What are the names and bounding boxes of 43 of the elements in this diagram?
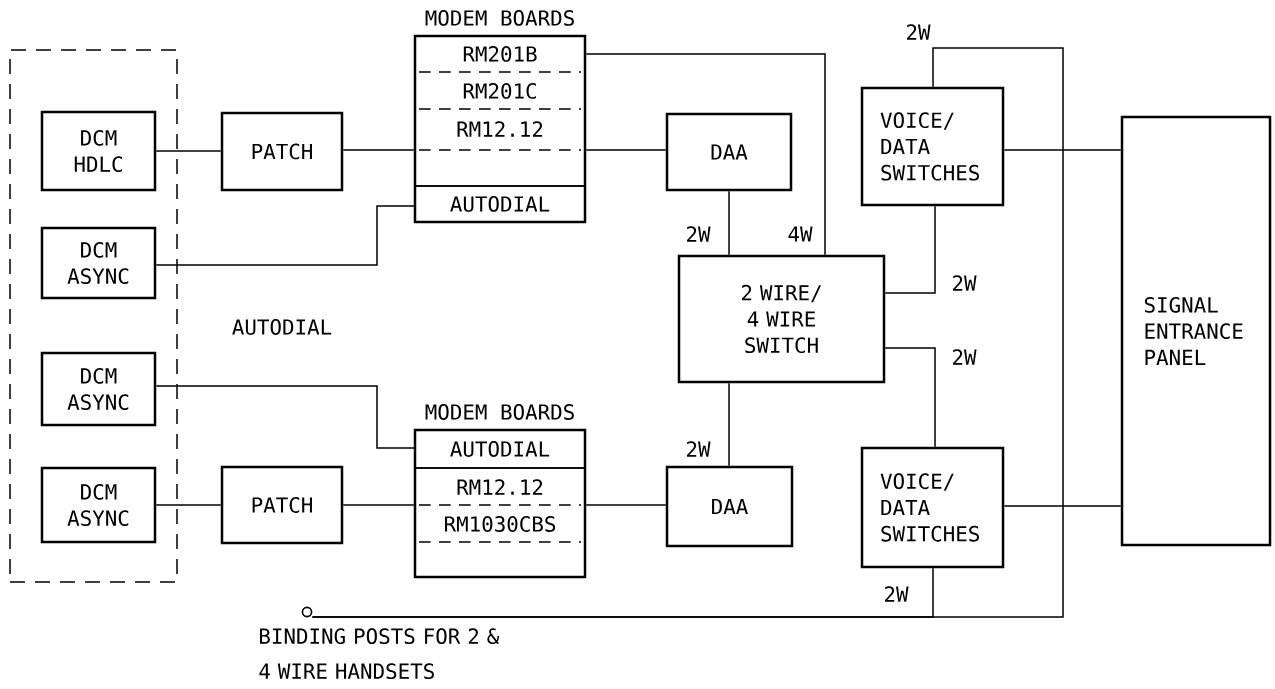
edge-label: 4W [784,223,816,245]
block-box: DCM ASYNC [40,226,157,300]
connector-line [342,504,415,506]
block-box: DCM HDLC [40,110,157,192]
connector-line [585,504,667,506]
node-label: MODEM BOARDS [425,10,574,26]
block-box: DAA [665,465,794,548]
connector-line [1003,505,1122,507]
binding-post [301,606,313,618]
block-box: SIGNAL ENTRANCE PANEL [1120,115,1272,547]
connector-line [311,567,934,618]
edge-label: 2W [948,272,980,294]
edge-label: 2W [902,21,934,43]
block-box: PATCH [220,111,344,192]
dashed-group-box [9,49,178,583]
block-box: PATCH [220,465,344,545]
autodial-section: AUTODIAL [414,429,586,469]
connector-line [884,347,936,448]
connector-line [884,205,936,294]
connector-line [155,150,222,152]
node-label: MODEM BOARDS [425,404,574,420]
edge-label: 2W [948,346,980,368]
beside-caption: BINDING POSTS FOR 2 & 4 WIRE HANDSETS [259,628,500,680]
free-label: AUTODIAL [232,319,332,335]
autodial-section: AUTODIAL [414,185,586,223]
block-box: DCM ASYNC [40,351,157,427]
connector-line [155,385,415,449]
block-box: DCM ASYNC [40,466,157,544]
connector-line [585,149,667,151]
edge-label: 2W [682,438,714,460]
connector-line [155,504,222,506]
edge-label: 2W [682,223,714,245]
block-box: DAA [665,112,793,192]
connector-line [728,190,730,256]
connector-line [728,382,730,467]
block-box: VOICE/ DATA SWITCHES [860,86,1005,207]
connector-line [1003,149,1122,151]
edge-label: 2W [880,583,912,605]
connector-line [585,53,826,256]
connector-line [155,205,415,266]
connector-line [342,149,415,151]
block-box: VOICE/ DATA SWITCHES [860,446,1005,569]
block-box: 2 WIRE/ 4 WIRE SWITCH [677,254,886,384]
